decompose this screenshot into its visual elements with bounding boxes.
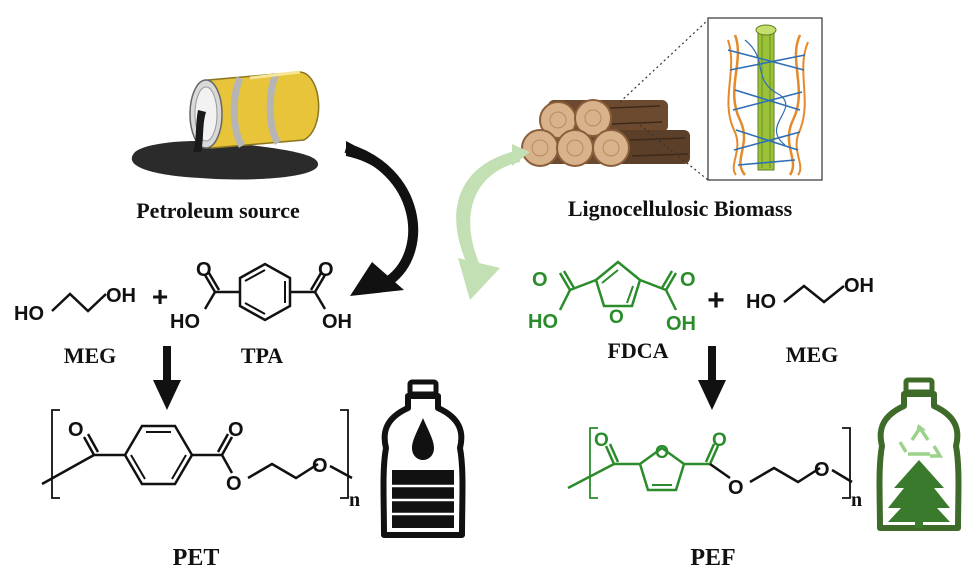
meg-right-label: MEG xyxy=(786,342,839,367)
pet-o-ester-2: O xyxy=(312,455,328,477)
down-arrow-pef xyxy=(698,346,726,410)
down-arrow-pet xyxy=(153,346,181,410)
tpa-label: TPA xyxy=(241,343,283,368)
oil-barrel-icon xyxy=(131,70,320,180)
biomass-label: Lignocellulosic Biomass xyxy=(568,196,793,221)
pef-label: PEF xyxy=(690,545,735,571)
tpa-oh-right: OH xyxy=(322,311,352,333)
fdca-oh-right: OH xyxy=(666,313,696,335)
recycle-tree-bottle-icon xyxy=(876,377,962,531)
fdca-o-left: O xyxy=(532,269,548,291)
fdca-o-right: O xyxy=(680,269,696,291)
pef-ring-o: O xyxy=(655,442,669,462)
tpa-ho-left: HO xyxy=(170,311,200,333)
petroleum-to-tpa-arrow xyxy=(344,141,419,296)
pef-polymer-structure: n O O O O O xyxy=(567,427,862,511)
plus-left: + xyxy=(152,281,168,312)
pef-o-carbonyl-1: O xyxy=(594,430,609,451)
tpa-o-right: O xyxy=(318,259,334,281)
oil-bottle-icon xyxy=(380,379,466,538)
tpa-structure: O HO O OH xyxy=(170,259,352,333)
meg-left-structure: HO OH xyxy=(14,285,136,325)
meg-left-oh: OH xyxy=(106,285,136,307)
cellulose-fiber-icon xyxy=(707,17,823,181)
pef-o-ester-1: O xyxy=(728,477,744,499)
meg-right-ho: HO xyxy=(746,291,776,313)
pet-o-carbonyl-2: O xyxy=(228,419,244,441)
zoom-line-top xyxy=(619,19,709,103)
fdca-ho-left: HO xyxy=(528,311,558,333)
plus-right: + xyxy=(707,284,725,317)
fdca-label: FDCA xyxy=(607,338,668,363)
meg-right-oh: OH xyxy=(844,275,874,297)
pet-o-carbonyl-1: O xyxy=(68,419,84,441)
pet-label: PET xyxy=(173,545,220,571)
meg-left-label: MEG xyxy=(64,343,117,368)
pef-repeat-n: n xyxy=(851,489,862,511)
pef-o-ester-2: O xyxy=(814,459,830,481)
petroleum-source-label: Petroleum source xyxy=(136,198,300,223)
meg-left-ho: HO xyxy=(14,303,44,325)
pet-polymer-structure: n O O O O xyxy=(41,409,360,511)
pef-o-carbonyl-2: O xyxy=(712,430,727,451)
pet-o-ester-1: O xyxy=(226,473,242,495)
tpa-o-left: O xyxy=(196,259,212,281)
pet-repeat-n: n xyxy=(349,489,360,511)
meg-right-structure: HO OH xyxy=(746,275,874,313)
wood-logs-icon xyxy=(521,99,690,167)
fdca-structure: O O HO O OH xyxy=(528,260,696,335)
fdca-ring-o: O xyxy=(609,307,624,328)
biomass-to-fdca-arrow xyxy=(456,144,530,300)
